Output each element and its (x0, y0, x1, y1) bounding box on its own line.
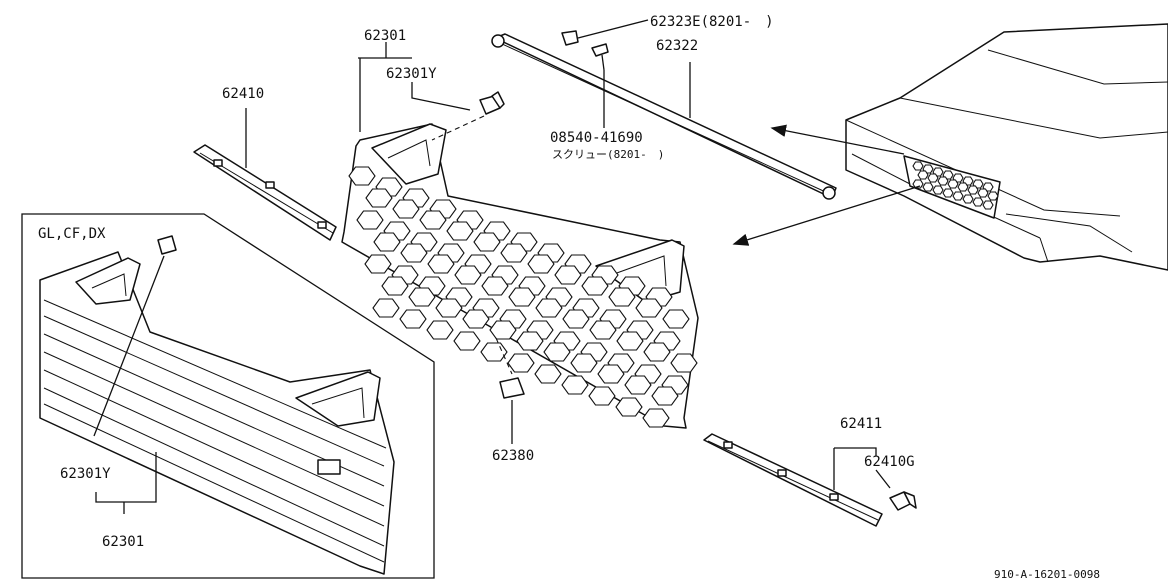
vehicle-grille-cell (962, 194, 974, 204)
honeycomb-cell (588, 386, 616, 406)
honeycomb-cell (473, 232, 501, 252)
honeycomb-cell (616, 331, 644, 351)
vehicle-grille-mesh (912, 161, 999, 210)
vehicle-grille-cell (952, 191, 964, 201)
honeycomb-cell (535, 298, 563, 318)
honeycomb-cell (561, 375, 589, 395)
honeycomb-cell (408, 287, 436, 307)
molding-left-62410 (193, 108, 337, 241)
honeycomb-cell (608, 287, 636, 307)
label-62380: 62380 (492, 448, 534, 464)
vehicle-grille-cell (987, 191, 999, 201)
label-62411: 62411 (840, 416, 882, 432)
honeycomb-cell (480, 342, 508, 362)
vehicle-grille-cell (932, 185, 944, 195)
honeycomb-cell (527, 254, 555, 274)
honeycomb-cell (481, 276, 509, 296)
vehicle-grille-cell (982, 200, 994, 210)
honeycomb-cell (500, 243, 528, 263)
honeycomb-cell (399, 309, 427, 329)
honeycomb-cell (462, 309, 490, 329)
honeycomb-cell (534, 364, 562, 384)
honeycomb-cell (427, 254, 455, 274)
vehicle-grille-cell (967, 185, 979, 195)
honeycomb-cell (635, 298, 663, 318)
inset-variant-box (21, 213, 435, 579)
label-62301y: 62301Y (386, 66, 437, 82)
label-inset-62301y: 62301Y (60, 466, 111, 482)
main-grille-62301 (341, 58, 699, 429)
honeycomb-cell (489, 320, 517, 340)
inset-grille-62301 (39, 251, 395, 575)
vehicle-grille-cell (927, 173, 939, 183)
honeycomb-cell (356, 210, 384, 230)
clip-icon (561, 19, 649, 46)
label-62323e: 62323E(8201- ) (650, 14, 774, 30)
honeycomb-cell (554, 265, 582, 285)
vehicle-grille-cell (972, 197, 984, 207)
vehicle-grille-cell (937, 176, 949, 186)
vehicle-grille-cell (912, 161, 924, 171)
upper-bar-62322 (491, 33, 837, 200)
cushion-icon (499, 377, 525, 444)
honeycomb-cell (372, 298, 400, 318)
honeycomb-cell (365, 188, 393, 208)
honeycomb-mesh (348, 166, 698, 428)
honeycomb-cell (419, 210, 447, 230)
honeycomb-cell (642, 408, 670, 428)
honeycomb-cell (507, 353, 535, 373)
label-08540-41690: 08540-41690 (550, 130, 643, 146)
clip-icon (889, 491, 917, 511)
honeycomb-cell (597, 364, 625, 384)
footer-code: 910-A-16201-0098 (994, 568, 1100, 581)
honeycomb-cell (651, 386, 679, 406)
arrow-icon (770, 124, 905, 155)
label-inset-62301: 62301 (102, 534, 144, 550)
vehicle-grille-cell (942, 188, 954, 198)
vehicle-front-view (845, 23, 1168, 271)
honeycomb-cell (400, 243, 428, 263)
label-variant-gl-cf-dx: GL,CF,DX (38, 226, 106, 242)
honeycomb-cell (435, 298, 463, 318)
vehicle-grille-cell (977, 188, 989, 198)
honeycomb-cell (348, 166, 376, 186)
honeycomb-cell (643, 342, 671, 362)
honeycomb-cell (543, 342, 571, 362)
honeycomb-cell (446, 221, 474, 241)
label-62410g: 62410G (864, 454, 915, 470)
screw-icon (591, 43, 609, 128)
molding-right-62411 (703, 433, 883, 527)
honeycomb-cell (426, 320, 454, 340)
honeycomb-cell (662, 309, 690, 329)
honeycomb-cell (508, 287, 536, 307)
honeycomb-cell (373, 232, 401, 252)
clip-icon (479, 91, 505, 115)
honeycomb-cell (392, 199, 420, 219)
honeycomb-cell (454, 265, 482, 285)
vehicle-grille-cell (922, 182, 934, 192)
honeycomb-cell (615, 397, 643, 417)
vehicle-grille-cell (947, 179, 959, 189)
vehicle-grille-cell (917, 170, 929, 180)
label-62322: 62322 (656, 38, 698, 54)
honeycomb-cell (562, 309, 590, 329)
vehicle-grille-cell (957, 182, 969, 192)
honeycomb-cell (516, 331, 544, 351)
honeycomb-cell (364, 254, 392, 274)
honeycomb-cell (589, 320, 617, 340)
honeycomb-cell (581, 276, 609, 296)
honeycomb-cell (381, 276, 409, 296)
clip-icon (157, 235, 177, 255)
honeycomb-cell (453, 331, 481, 351)
honeycomb-cell (624, 375, 652, 395)
honeycomb-cell (570, 353, 598, 373)
label-62410: 62410 (222, 86, 264, 102)
label-screw-note: スクリュー(8201- ) (552, 148, 664, 161)
label-62301: 62301 (364, 28, 406, 44)
arrow-icon (732, 185, 921, 246)
honeycomb-cell (670, 353, 698, 373)
